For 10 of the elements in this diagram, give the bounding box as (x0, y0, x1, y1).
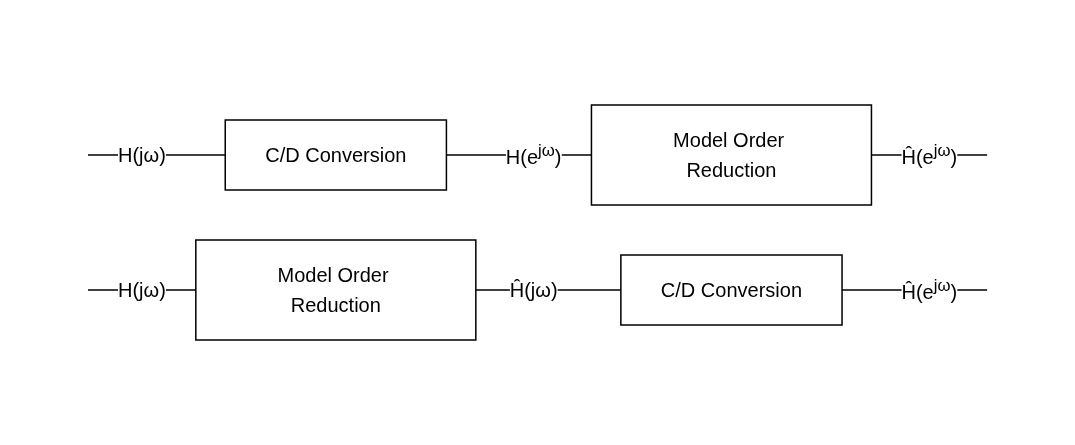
edge-label: Ĥ(e$^{jω}$) (901, 276, 958, 303)
edge-label: Ĥ(jω) (509, 279, 558, 301)
node-box: Model Order Reduction (590, 104, 873, 206)
edge-label: H(jω) (117, 279, 166, 301)
node-box: Model Order Reduction (195, 239, 477, 341)
node-box: C/D Conversion (224, 119, 448, 191)
edge-label: H(e$^{jω}$) (505, 141, 562, 168)
edge-label: H(jω) (117, 144, 166, 166)
node-box: C/D Conversion (620, 254, 843, 326)
edge-label: Ĥ(e$^{jω}$) (901, 141, 958, 168)
